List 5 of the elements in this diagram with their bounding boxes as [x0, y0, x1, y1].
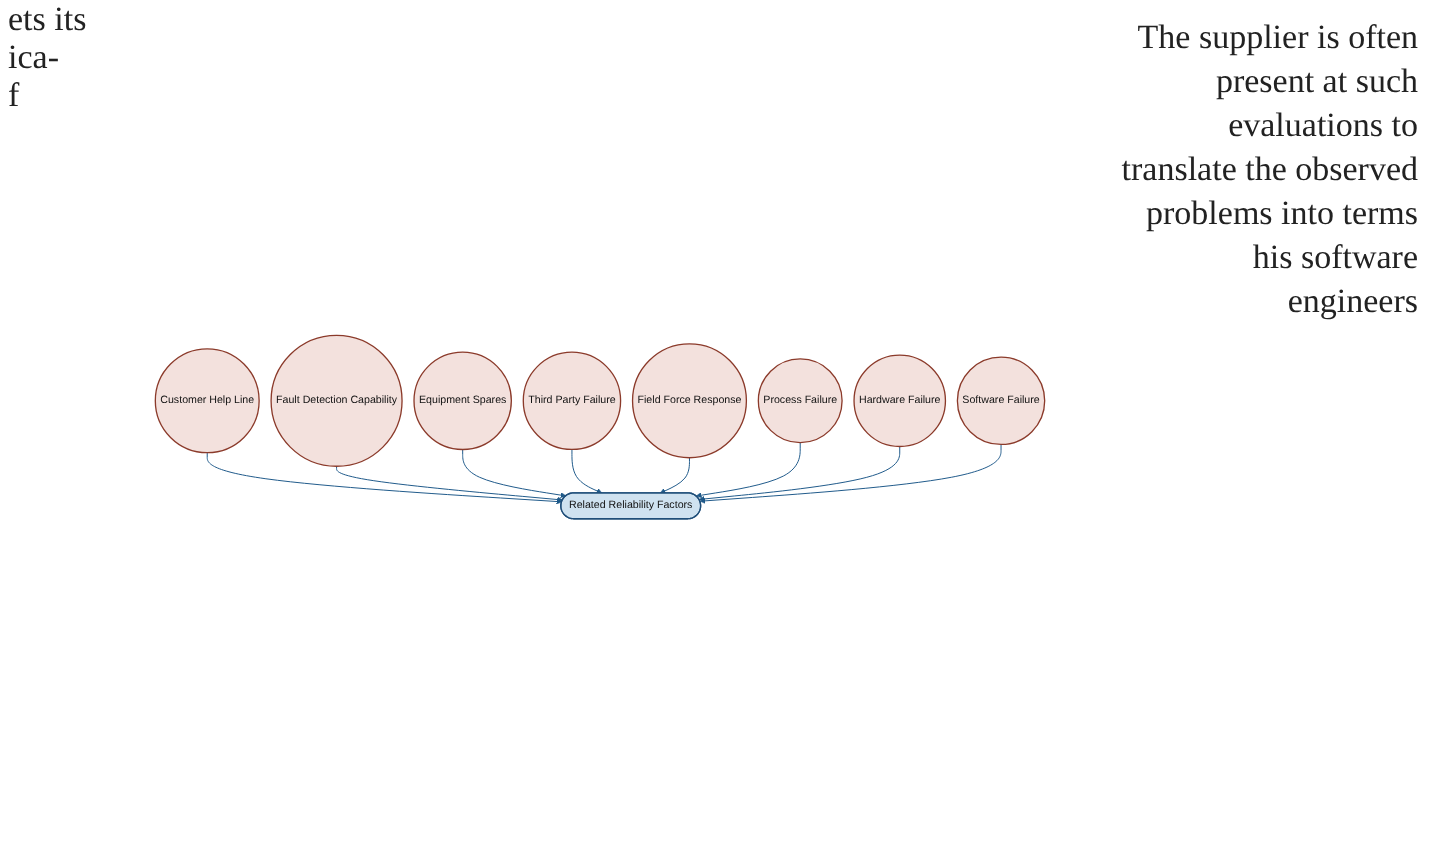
text-fragment: ica- [8, 38, 61, 76]
text-fragment: ets its [8, 0, 89, 38]
text-fragment: f [8, 76, 22, 114]
side-paragraph: The supplier is often present at such evaluations to translate the observed problems into terms his software engineers [1119, 16, 1418, 324]
arrow [659, 457, 690, 494]
